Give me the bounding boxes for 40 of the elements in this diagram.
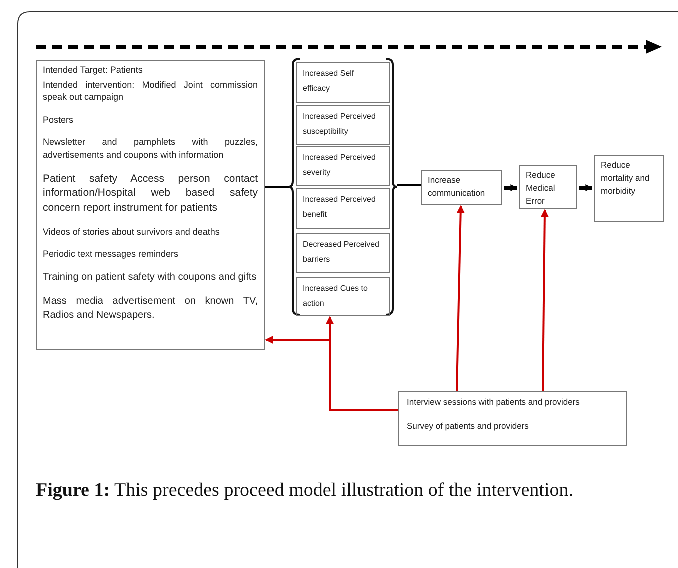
node-text: Patient safety Access person contact information/Hospital web based safety concern report instrument for patients (43, 172, 258, 216)
node-text: Intended Target: Patients (43, 64, 144, 77)
node-text: Increased Self efficacy (303, 68, 356, 96)
arrow (540, 209, 549, 392)
process-box (296, 277, 390, 316)
process-box (296, 188, 390, 229)
process-box (421, 170, 502, 205)
arrow (265, 336, 398, 411)
process-box (519, 165, 577, 209)
node-text: Newsletter and pamphlets with puzzles, advertisements and coupons with information (43, 136, 258, 162)
intervention-box (36, 60, 265, 350)
figure-caption: Figure 1: This precedes proceed model illustration of the intervention. (36, 479, 574, 503)
connector-line (397, 184, 421, 186)
node-text: Reduce mortality and morbidity (601, 159, 651, 198)
arrow (579, 184, 593, 192)
node-text: Mass media advertisement on known TV, Radios and Newspapers. (43, 294, 258, 323)
node-text: Survey of patients and providers (407, 420, 530, 432)
node-text: Decreased Perceived barriers (303, 239, 380, 266)
node-text: Reduce Medical Error (526, 169, 556, 208)
connector-line (265, 186, 289, 188)
arrow (456, 205, 465, 392)
node-text: Posters (43, 114, 75, 126)
node-text: Interview sessions with patients and providers (407, 396, 581, 409)
node-text: Videos of stories about survivors and deaths (43, 226, 221, 238)
node-text: Increased Perceived severity (303, 152, 377, 180)
process-box (296, 62, 390, 103)
node-text: Increased Perceived susceptibility (303, 111, 377, 138)
process-box (594, 155, 664, 222)
node-text: Training on patient safety with coupons and gifts (43, 270, 258, 285)
node-text: Increased Cues to action (303, 283, 369, 310)
evaluation-box (398, 391, 627, 446)
arrow (504, 184, 518, 192)
node-text: Increase communication (428, 174, 486, 200)
brace-bracket (288, 57, 398, 317)
node-text: Intended intervention: Modified Joint commission speak out campaign (43, 78, 258, 104)
node-text: Increased Perceived benefit (303, 194, 377, 222)
process-box (296, 146, 390, 186)
process-box (296, 105, 390, 145)
node-text: Periodic text messages reminders (43, 248, 180, 261)
process-box (296, 233, 390, 273)
